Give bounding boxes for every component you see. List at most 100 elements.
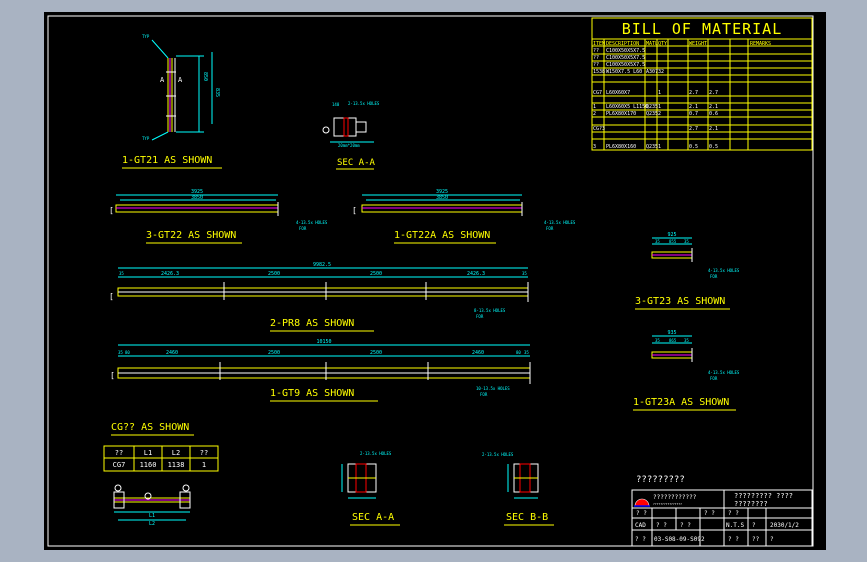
gt23-dim-a: 35 [655, 239, 660, 244]
title-r1-c2: ? ? [728, 510, 739, 517]
company-logo [634, 498, 650, 507]
bom-cell: PL6X80X170 [606, 111, 636, 117]
title-row-1: ? ? ? ? ? ? [636, 510, 739, 517]
bom-header-description: DESCRIPTION [606, 41, 639, 47]
cg-table-text: ?? L1 L2 ?? CG7 1160 1138 1 [113, 449, 209, 469]
sec-aa-bottom-detail: 2-13.5x HOLES [341, 451, 392, 499]
gt23a-drawing: 935 35 865 35 4-13.5x HOLES FOR [651, 330, 740, 381]
bom-cell: 2 [658, 111, 661, 117]
bom-cell: 0.5 [689, 144, 698, 150]
cg-cell-2: 1138 [168, 461, 185, 469]
pr8-dim-s3: 2500 [268, 271, 280, 277]
title-block [631, 489, 813, 547]
bom-cell: 1 [593, 104, 596, 110]
bom-cell: 0.7 [689, 111, 698, 117]
gt9-dim-s1: 35 [118, 350, 123, 355]
gt23-holes-note: 4-13.5x HOLES [708, 268, 740, 273]
bom-table [591, 17, 813, 151]
cg-header-0: ?? [115, 449, 123, 457]
title-company-sub: ???????????????? [653, 502, 682, 506]
gt22-end-mark: [ [109, 206, 114, 215]
cg-header-2: L2 [172, 449, 180, 457]
title-r3-c0: ? ? [635, 536, 646, 543]
gt9-for-note: FOR [480, 392, 488, 397]
bom-cell: PL6X80X160 [606, 144, 636, 150]
label-gt21: 1-GT21 AS SHOWN [122, 155, 212, 166]
title-project-1: ????????? ???? [734, 492, 793, 500]
gt9-dim-s5: 2500 [370, 350, 382, 356]
sec-aa-dim-width: 20mm*20mm [338, 143, 360, 148]
bom-cell: ?? [593, 62, 599, 68]
bom-headers: ITEM DESCRIPTION MATL QTY WEIGHT REMARKS [593, 41, 771, 47]
gt9-dim-s4: 2500 [268, 350, 280, 356]
gt21-dim-835: 835 [214, 88, 220, 97]
title-r2-c2: ? ? [680, 522, 691, 529]
cg-cell-1: 1160 [140, 461, 157, 469]
sec-aa-top-detail: 20mm*20mm 140 2-13.5x HOLES [322, 101, 380, 148]
bom-cell: C100X50X5X7.5 [606, 62, 645, 68]
gt22-dim-total: 3925 [191, 189, 203, 195]
gt21-typ-top: TYP [142, 34, 150, 39]
gt23a-dim-b: 865 [669, 338, 677, 343]
gt9-dim-s7: 80 [516, 350, 521, 355]
bom-header-item: ITEM [593, 41, 605, 47]
pr8-dim-s2: 2426.3 [161, 271, 179, 277]
bom-cell: 1 [658, 90, 661, 96]
bom-cell: W150X7.5 L60 [606, 69, 642, 75]
sec-aa2-holes: 2-13.5x HOLES [360, 451, 392, 456]
title-row-2: CAD ? ? ? ? N.T.S ? 2030/1/2 [635, 522, 799, 529]
drawing-canvas: BILL OF MATERIAL ITEM DESCRIPTION MATL Q… [44, 12, 826, 550]
gt23a-dim-c: 35 [684, 338, 689, 343]
bom-header-remarks: REMARKS [750, 41, 771, 47]
gt23-drawing: 925 35 855 35 4-13.5x HOLES FOR [651, 232, 740, 279]
bom-cell: 1 [658, 104, 661, 110]
bom-cell: CG?3 [593, 126, 605, 132]
gt23-dim-total: 925 [667, 232, 676, 238]
cg-header-1: L1 [144, 449, 152, 457]
gt22-drawing: [ 3925 3850 4-13.5x HOLES FOR [109, 189, 328, 231]
title-r2-c4: ? [752, 522, 756, 529]
gt22a-drawing: [ 3925 3850 4-13.5x HOLES FOR [352, 189, 576, 231]
bom-cell: ?? [593, 55, 599, 61]
label-pr8: 2-PR8 AS SHOWN [270, 318, 354, 329]
bom-cell: Q235 [646, 144, 658, 150]
gt23-dim-b: 855 [669, 239, 677, 244]
bom-cell: 2.7 [689, 90, 698, 96]
title-project-2: ???????? [734, 500, 768, 508]
gt22a-dim-inner: 3850 [436, 195, 448, 201]
label-cg: CG?? AS SHOWN [111, 422, 189, 433]
gt23a-dim-total: 935 [667, 330, 676, 336]
gt22a-for-note: FOR [546, 226, 554, 231]
bom-cell: L60X60X5 L1150 [606, 104, 648, 110]
gt22-dim-inner: 3850 [191, 195, 203, 201]
gt23-for-note: FOR [710, 274, 718, 279]
label-gt22: 3-GT22 AS SHOWN [146, 230, 236, 241]
bom-rows: ??C100X50X5X7.5??C100X50X5X7.5??C100X50X… [593, 48, 718, 150]
drawing-border [47, 15, 814, 547]
label-sec-aa-bottom: SEC A-A [352, 512, 394, 523]
label-gt23: 3-GT23 AS SHOWN [635, 296, 725, 307]
cg-detail-l2: L2 [149, 521, 155, 527]
pr8-dim-s6: 35 [522, 271, 527, 276]
bom-cell: Q235 [646, 111, 658, 117]
gt21-dim-850: 850 [202, 72, 208, 81]
title-r3-c4: ? [770, 536, 774, 543]
gt21-section-mark-a: A [160, 76, 165, 84]
cg-table [103, 445, 219, 472]
label-gt23a: 1-GT23A AS SHOWN [633, 397, 729, 408]
bom-header-matl: MATL [646, 41, 658, 47]
title-r1-c0: ? ? [636, 510, 647, 517]
bom-cell: 2 [593, 111, 596, 117]
gt9-end-mark: [ [110, 371, 115, 380]
pr8-dim-s1: 35 [119, 271, 124, 276]
gt22a-end-mark: [ [352, 206, 357, 215]
gt23a-dim-a: 35 [655, 338, 660, 343]
bom-cell: C100X50X5X7.5 [606, 55, 645, 61]
bom-cell: C100X50X5X7.5 [606, 48, 645, 54]
gt22-for-note: FOR [299, 226, 307, 231]
bom-cell: 2.1 [709, 126, 718, 132]
gt23a-for-note: FOR [710, 376, 718, 381]
bom-header-qty: QTY [658, 41, 667, 47]
bom-cell: Q235 [646, 104, 658, 110]
bom-cell: A307 [646, 69, 658, 75]
